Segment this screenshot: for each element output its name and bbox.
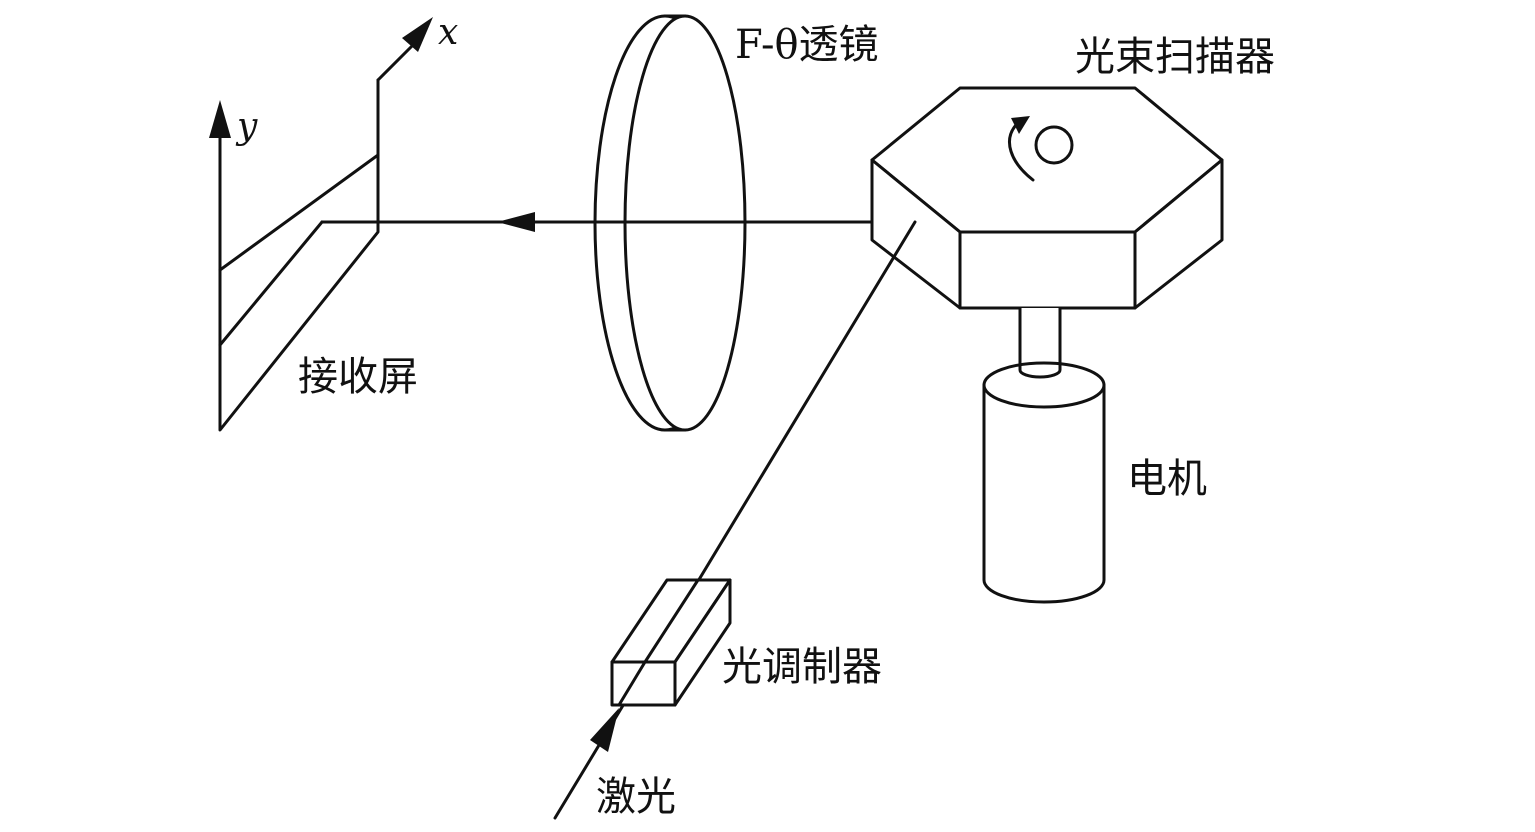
- motor-shaft-base: [1018, 363, 1062, 379]
- motor-top: [982, 361, 1106, 409]
- screen-label: 接收屏: [298, 354, 418, 400]
- scanner-right-face: [1133, 158, 1224, 310]
- rotation-arrow-arc: [1008, 123, 1035, 182]
- x-axis: [376, 17, 433, 82]
- scanned-beam: [320, 212, 917, 232]
- laser-label: 激光: [596, 774, 676, 820]
- y-axis-arrowhead: [209, 100, 231, 138]
- optical-modulator: [610, 578, 732, 707]
- screen-scan-line-1: [218, 153, 380, 272]
- scanner-label: 光束扫描器: [1075, 34, 1275, 80]
- scanner-front-face: [958, 230, 1137, 310]
- y-axis-label: y: [235, 106, 258, 147]
- y-axis: [209, 100, 231, 150]
- lens-label: F-θ透镜: [735, 22, 879, 68]
- receiving-screen: [218, 78, 380, 432]
- modulator-label: 光调制器: [722, 644, 882, 690]
- x-axis-arrowhead: [402, 17, 433, 52]
- motor-label: 电机: [1127, 456, 1207, 502]
- x-axis-line: [376, 38, 420, 82]
- incident-beam: [553, 220, 917, 820]
- rotation-arrowhead: [1011, 116, 1030, 134]
- screen-scan-line-2: [218, 220, 324, 347]
- motor: [982, 306, 1106, 604]
- scanner-axis-circle: [1034, 125, 1074, 165]
- x-axis-label: x: [438, 12, 458, 53]
- modulator-side-face: [673, 578, 732, 707]
- motor-body: [982, 383, 1106, 604]
- modulator-beam-line: [643, 578, 700, 664]
- beam-scanner: [870, 86, 1224, 310]
- modulator-beam-exit: [617, 660, 647, 707]
- beam-arrowhead: [497, 212, 535, 232]
- laser-input-arrowhead: [590, 708, 619, 752]
